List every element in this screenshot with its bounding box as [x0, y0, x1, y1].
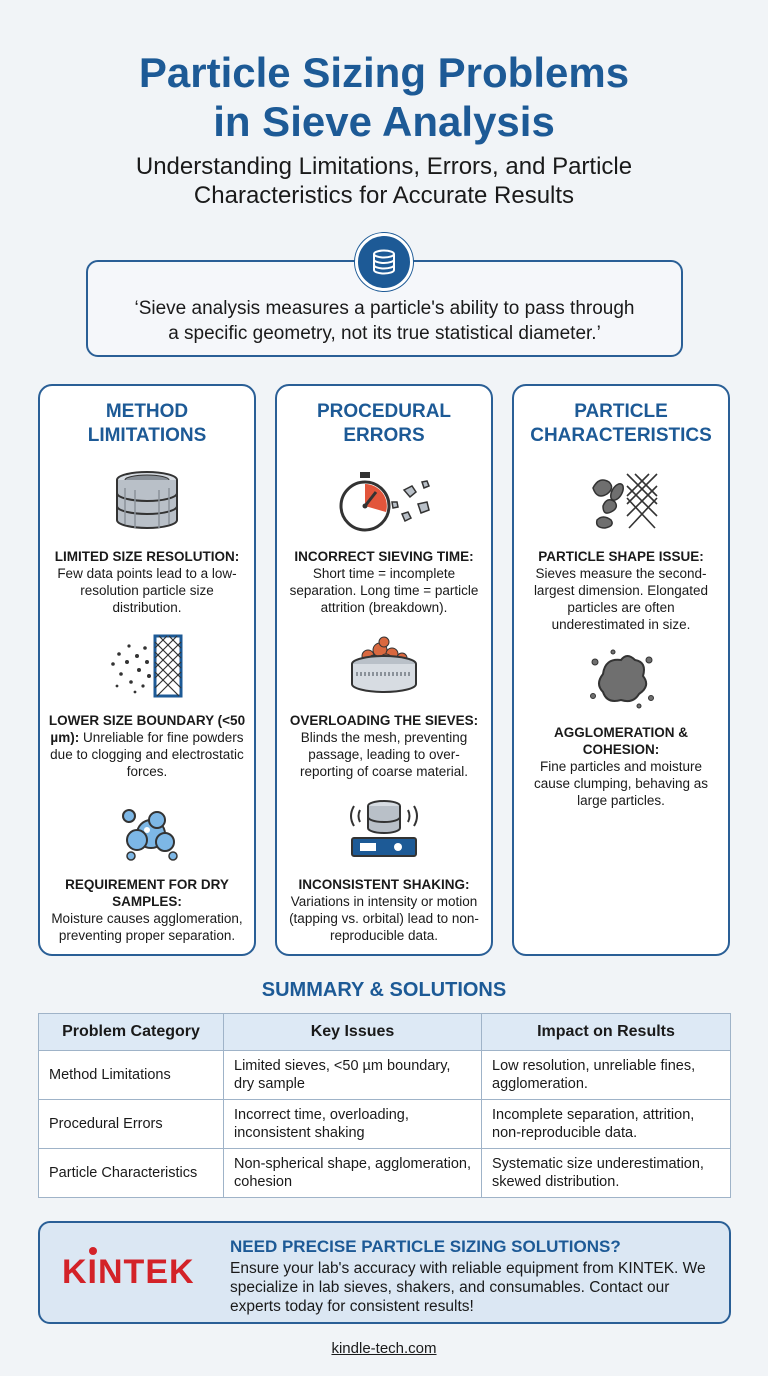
item-heading: AGGLOMERATION & COHESION:	[554, 725, 688, 757]
card-title-line-2: ERRORS	[343, 425, 425, 446]
table-cell: Particle Characteristics	[38, 1148, 224, 1198]
summary-title: SUMMARY & SOLUTIONS	[261, 979, 507, 1001]
table-cell: Low resolution, unreliable fines, agglom…	[481, 1050, 731, 1100]
table-row: Method Limitations Limited sieves, <50 µ…	[38, 1050, 731, 1100]
website-link[interactable]: kindle-tech.com	[331, 1340, 437, 1357]
item-body: Blinds the mesh, preventing passage, lea…	[299, 730, 469, 779]
subtitle-line-2: Characteristics for Accurate Results	[193, 182, 575, 209]
item-text: LOWER SIZE BOUNDARY (<50 µm): Unreliable…	[48, 712, 246, 780]
table-cell: Systematic size underestimation, skewed …	[481, 1148, 731, 1198]
limited-size-resolution-item: LIMITED SIZE RESOLUTION: Few data points…	[48, 464, 246, 628]
item-heading: LIMITED SIZE RESOLUTION:	[54, 549, 240, 564]
logo-text: KINTEK	[62, 1253, 195, 1291]
item-heading: LOWER SIZE BOUNDARY (<50 µm):	[48, 713, 246, 745]
logo-dot	[89, 1247, 97, 1255]
item-heading: INCORRECT SIEVING TIME:	[294, 549, 474, 564]
page-subtitle: Understanding Limitations, Errors, and P…	[0, 152, 768, 210]
column-header: Key Issues	[223, 1013, 482, 1051]
item-text: INCORRECT SIEVING TIME: Short time = inc…	[285, 548, 483, 616]
shaker-icon	[285, 792, 483, 868]
card-title-line-1: METHOD	[105, 401, 189, 422]
quote-line-1: ‘Sieve analysis measures a particle's ab…	[134, 297, 635, 319]
column-header: Impact on Results	[481, 1013, 731, 1051]
item-text: REQUIREMENT FOR DRY SAMPLES: Moisture ca…	[48, 876, 246, 944]
item-heading: REQUIREMENT FOR DRY SAMPLES:	[65, 877, 229, 909]
agglomerate-icon	[522, 640, 720, 716]
table-cell: Incomplete separation, attrition, non-re…	[481, 1099, 731, 1149]
cta-heading: NEED PRECISE PARTICLE SIZING SOLUTIONS?	[230, 1237, 621, 1256]
table-header-row: Problem Category Key Issues Impact on Re…	[38, 1013, 731, 1051]
procedural-errors-card: PROCEDURAL ERRORS	[275, 384, 493, 956]
card-title: METHOD LIMITATIONS	[48, 400, 246, 464]
item-body: Unreliable for fine powders due to clogg…	[50, 730, 244, 779]
summary-table: Problem Category Key Issues Impact on Re…	[38, 1013, 731, 1198]
stopwatch-icon	[285, 464, 483, 540]
quote-text: ‘Sieve analysis measures a particle's ab…	[135, 296, 635, 346]
water-drops-icon	[48, 792, 246, 868]
table-row: Particle Characteristics Non-spherical s…	[38, 1148, 731, 1198]
dry-samples-item: REQUIREMENT FOR DRY SAMPLES: Moisture ca…	[48, 792, 246, 944]
table-cell: Non-spherical shape, agglomeration, cohe…	[223, 1148, 482, 1198]
column-header: Problem Category	[38, 1013, 224, 1051]
lower-size-boundary-item: LOWER SIZE BOUNDARY (<50 µm): Unreliable…	[48, 628, 246, 792]
table-cell: Limited sieves, <50 µm boundary, dry sam…	[223, 1050, 482, 1100]
title-line-1: Particle Sizing Problems	[138, 49, 630, 96]
item-heading: INCONSISTENT SHAKING:	[298, 877, 470, 892]
item-body: Sieves measure the second-largest dimens…	[533, 566, 709, 632]
overloading-sieves-item: OVERLOADING THE SIEVES: Blinds the mesh,…	[285, 628, 483, 792]
table-cell: Method Limitations	[38, 1050, 224, 1100]
incorrect-sieving-time-item: INCORRECT SIEVING TIME: Short time = inc…	[285, 464, 483, 628]
item-body: Fine particles and moisture cause clumpi…	[533, 759, 709, 808]
table-cell: Procedural Errors	[38, 1099, 224, 1149]
sieve-icon	[48, 464, 246, 540]
item-body: Variations in intensity or motion (tappi…	[289, 894, 479, 943]
table-row: Procedural Errors Incorrect time, overlo…	[38, 1099, 731, 1149]
method-limitations-card: METHOD LIMITATIONS LIMITED SIZE RESOLUTI…	[38, 384, 256, 956]
item-text: INCONSISTENT SHAKING: Variations in inte…	[285, 876, 483, 944]
card-title: PROCEDURAL ERRORS	[285, 400, 483, 464]
elongated-particles-icon	[522, 464, 720, 540]
item-body: Few data points lead to a low-resolution…	[57, 566, 237, 615]
item-body: Moisture causes agglomeration, preventin…	[51, 911, 243, 943]
kintek-logo: KINTEK	[62, 1247, 212, 1293]
card-title-line-1: PROCEDURAL	[316, 401, 452, 422]
item-heading: PARTICLE SHAPE ISSUE:	[538, 549, 704, 564]
card-title: PARTICLE CHARACTERISTICS	[522, 400, 720, 464]
quote-line-2: a specific geometry, not its true statis…	[168, 322, 601, 344]
cta-banner: KINTEK NEED PRECISE PARTICLE SIZING SOLU…	[38, 1221, 731, 1324]
card-title-line-2: LIMITATIONS	[87, 425, 207, 446]
inconsistent-shaking-item: INCONSISTENT SHAKING: Variations in inte…	[285, 792, 483, 944]
page-title: Particle Sizing Problems in Sieve Analys…	[0, 48, 768, 146]
subtitle-line-1: Understanding Limitations, Errors, and P…	[135, 153, 633, 180]
card-title-line-1: PARTICLE	[574, 401, 668, 422]
cta-body: Ensure your lab's accuracy with reliable…	[230, 1260, 706, 1315]
item-text: PARTICLE SHAPE ISSUE: Sieves measure the…	[522, 548, 720, 633]
item-heading: OVERLOADING THE SIEVES:	[289, 713, 479, 728]
overloaded-sieve-icon	[285, 628, 483, 704]
particle-shape-issue-item: PARTICLE SHAPE ISSUE: Sieves measure the…	[522, 464, 720, 640]
table-cell: Incorrect time, overloading, inconsisten…	[223, 1099, 482, 1149]
item-text: AGGLOMERATION & COHESION: Fine particles…	[522, 724, 720, 809]
mesh-particles-icon	[48, 628, 246, 704]
agglomeration-cohesion-item: AGGLOMERATION & COHESION: Fine particles…	[522, 640, 720, 809]
title-line-2: in Sieve Analysis	[213, 98, 555, 145]
item-text: OVERLOADING THE SIEVES: Blinds the mesh,…	[285, 712, 483, 780]
sieve-stack-icon	[355, 233, 413, 291]
item-body: Short time = incomplete separation. Long…	[289, 566, 479, 615]
card-title-line-2: CHARACTERISTICS	[530, 425, 712, 446]
item-text: LIMITED SIZE RESOLUTION: Few data points…	[48, 548, 246, 616]
particle-characteristics-card: PARTICLE CHARACTERISTICS	[512, 384, 730, 956]
